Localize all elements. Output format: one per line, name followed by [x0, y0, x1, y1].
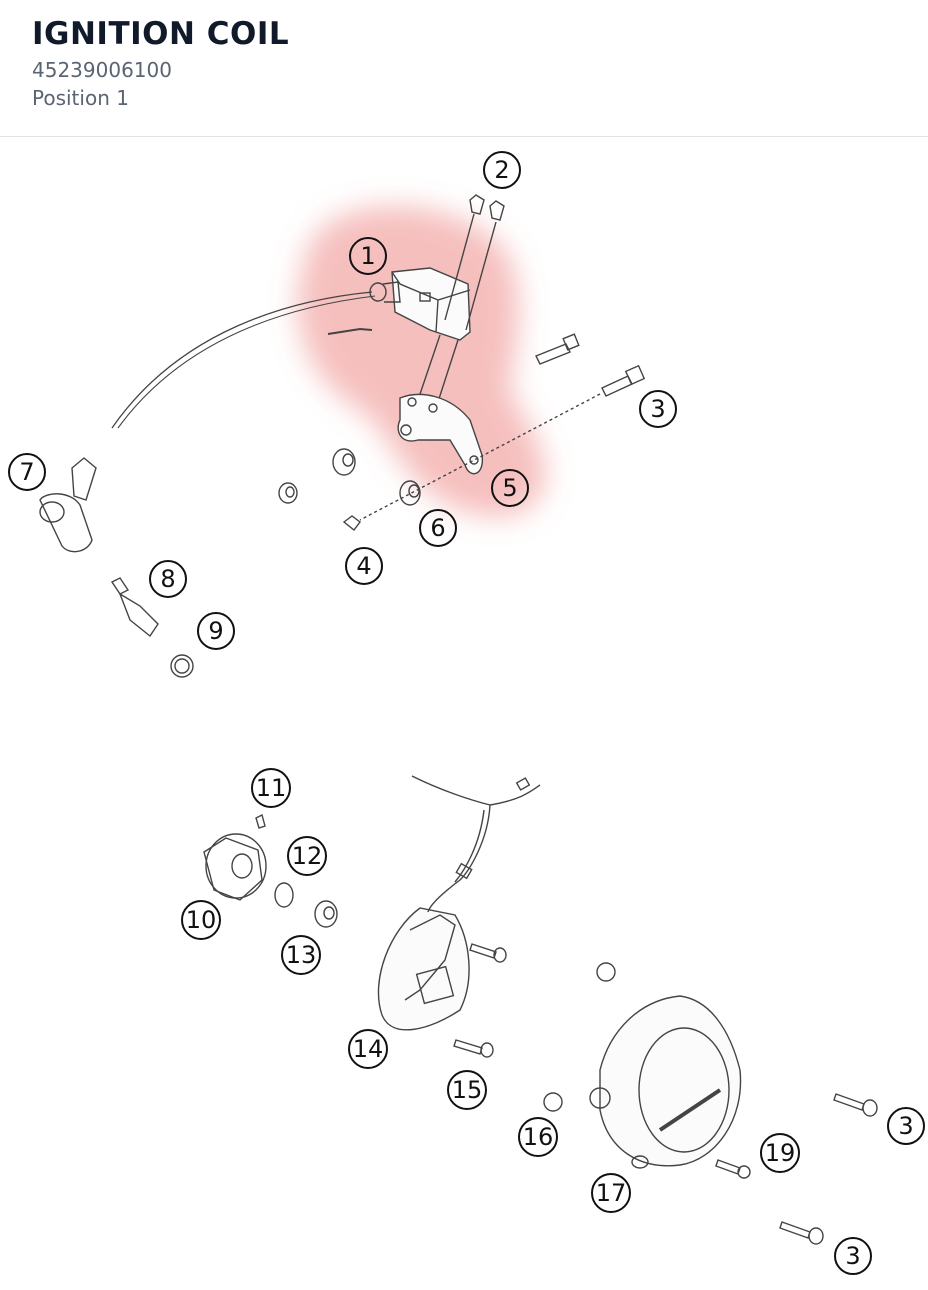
svg-text:8: 8 [160, 565, 175, 593]
svg-text:3: 3 [650, 395, 665, 423]
callout-19[interactable]: 19 [760, 1133, 800, 1173]
svg-text:1: 1 [360, 242, 375, 270]
callout-3-lower-b[interactable]: 3 [834, 1237, 872, 1275]
svg-text:4: 4 [356, 552, 371, 580]
callout-11[interactable]: 11 [251, 768, 291, 808]
callout-4[interactable]: 4 [345, 547, 383, 585]
svg-text:6: 6 [430, 514, 445, 542]
callout-12[interactable]: 12 [287, 836, 327, 876]
highlight-region [297, 206, 546, 517]
callout-6[interactable]: 6 [419, 509, 457, 547]
callout-3[interactable]: 3 [639, 390, 677, 428]
callout-8[interactable]: 8 [149, 560, 187, 598]
svg-text:12: 12 [292, 842, 323, 870]
svg-text:7: 7 [19, 458, 34, 486]
svg-text:13: 13 [286, 941, 317, 969]
callout-3-lower-a[interactable]: 3 [887, 1107, 925, 1145]
svg-text:10: 10 [186, 906, 217, 934]
svg-text:3: 3 [845, 1242, 860, 1270]
callout-5[interactable]: 5 [491, 469, 529, 507]
part-header: IGNITION COIL 45239006100 Position 1 [0, 0, 928, 137]
svg-text:5: 5 [502, 474, 517, 502]
callout-14[interactable]: 14 [348, 1029, 388, 1069]
parts-drawing [39, 194, 878, 1245]
callout-9[interactable]: 9 [197, 612, 235, 650]
svg-text:3: 3 [898, 1112, 913, 1140]
callout-1[interactable]: 1 [349, 237, 387, 275]
part-position: Position 1 [32, 86, 129, 110]
callout-2[interactable]: 2 [483, 151, 521, 189]
callouts: 1 2 3 4 5 6 7 8 [8, 151, 925, 1275]
svg-text:9: 9 [208, 617, 223, 645]
svg-text:11: 11 [256, 774, 287, 802]
callout-15[interactable]: 15 [447, 1070, 487, 1110]
part-title: IGNITION COIL [32, 16, 290, 52]
callout-16[interactable]: 16 [518, 1117, 558, 1157]
exploded-diagram: 1 2 3 4 5 6 7 8 [8, 151, 925, 1275]
part-number: 45239006100 [32, 58, 172, 82]
callout-17[interactable]: 17 [591, 1173, 631, 1213]
svg-text:19: 19 [765, 1139, 796, 1167]
callout-10[interactable]: 10 [181, 900, 221, 940]
svg-text:14: 14 [353, 1035, 384, 1063]
svg-text:17: 17 [596, 1179, 627, 1207]
callout-7[interactable]: 7 [8, 453, 46, 491]
callout-13[interactable]: 13 [281, 935, 321, 975]
svg-text:16: 16 [523, 1123, 554, 1151]
svg-text:15: 15 [452, 1076, 483, 1104]
svg-text:2: 2 [494, 156, 509, 184]
